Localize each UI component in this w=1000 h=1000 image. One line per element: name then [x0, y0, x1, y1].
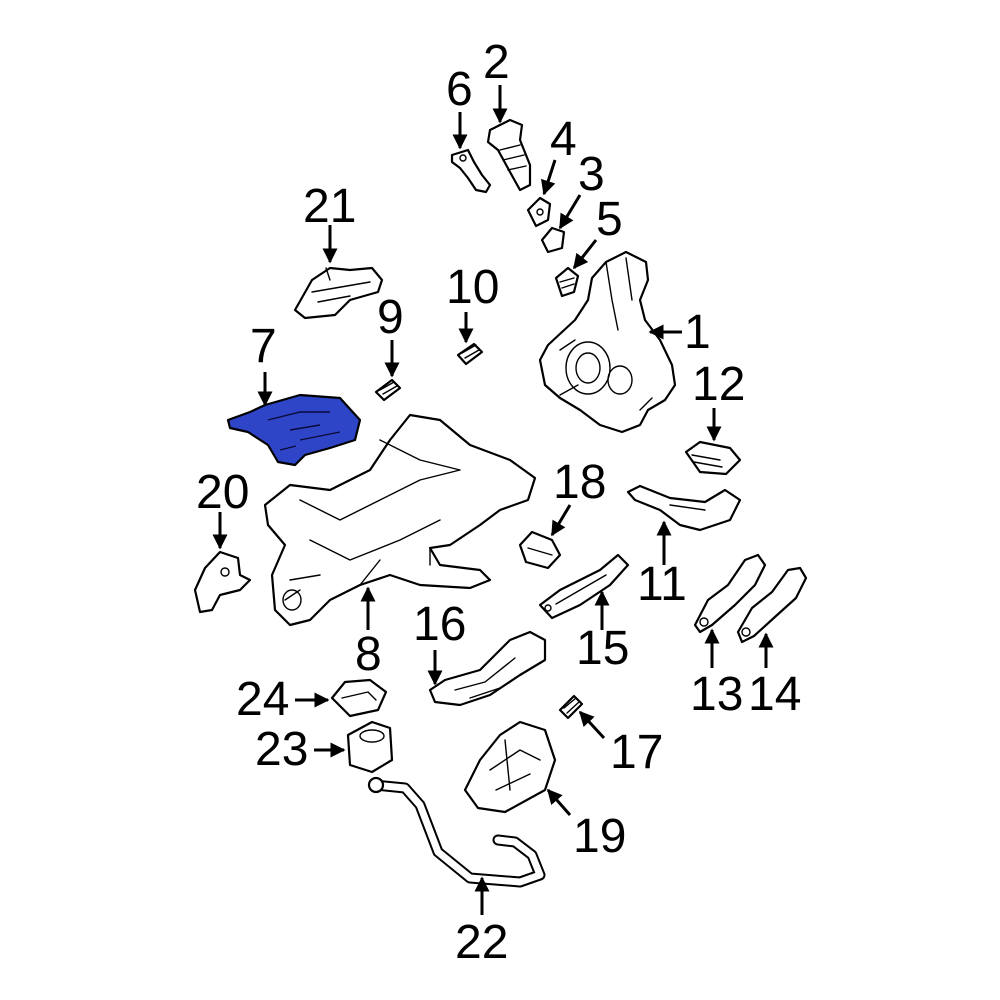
label-5: 5 [596, 193, 623, 246]
part-15 [538, 553, 630, 620]
label-18: 18 [553, 456, 606, 509]
part-23 [346, 720, 394, 774]
part-22 [367, 776, 546, 888]
label-8: 8 [355, 628, 382, 681]
label-15: 15 [576, 622, 629, 675]
label-12: 12 [692, 358, 745, 411]
part-18 [518, 530, 562, 570]
part-24 [330, 678, 388, 718]
part-2 [486, 118, 532, 192]
part-10 [456, 342, 484, 366]
label-4: 4 [550, 113, 577, 166]
label-13: 13 [690, 668, 743, 721]
label-22: 22 [455, 916, 508, 969]
part-9 [374, 378, 402, 402]
part-6 [450, 148, 492, 194]
label-19: 19 [573, 810, 626, 863]
part-13 [693, 553, 767, 634]
label-1: 1 [684, 306, 711, 359]
label-20: 20 [196, 466, 249, 519]
part-20 [193, 550, 252, 614]
label-11: 11 [637, 558, 687, 611]
label-17: 17 [610, 726, 663, 779]
part-8 [263, 413, 537, 627]
part-17 [558, 694, 584, 720]
label-10: 10 [446, 261, 499, 314]
label-3: 3 [578, 148, 605, 201]
part-3 [540, 226, 566, 254]
label-23: 23 [255, 723, 308, 776]
label-2: 2 [483, 36, 510, 89]
part-14 [736, 566, 808, 644]
label-9: 9 [377, 291, 404, 344]
part-11 [626, 484, 742, 532]
label-16: 16 [413, 598, 466, 651]
part-21 [293, 266, 384, 320]
part-16 [428, 630, 547, 707]
part-1 [538, 250, 677, 434]
label-6: 6 [446, 63, 473, 116]
part-7 [226, 393, 362, 467]
part-4 [526, 196, 552, 228]
part-12 [684, 440, 742, 476]
label-24: 24 [236, 673, 289, 726]
label-14: 14 [748, 668, 801, 721]
part-19 [463, 720, 557, 814]
part-5 [554, 266, 580, 298]
label-7: 7 [250, 320, 277, 373]
label-21: 21 [303, 180, 356, 233]
